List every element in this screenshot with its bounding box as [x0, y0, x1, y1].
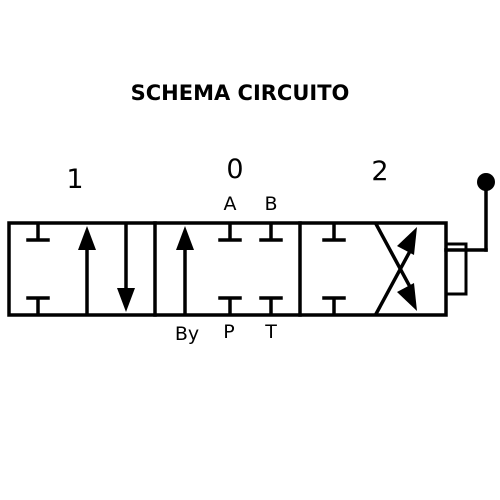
port-label-by: By	[175, 323, 199, 345]
blocked-port-bottom-2	[322, 296, 346, 316]
envelope-0	[176, 222, 283, 316]
detent-box	[444, 242, 468, 296]
valve-body	[7, 221, 448, 317]
blocked-port-top-1	[26, 222, 50, 242]
envelope-1	[26, 222, 135, 316]
arrow-up-right-icon	[397, 227, 417, 255]
diagram-title: SCHEMA CIRCUITO	[131, 81, 350, 105]
arrow-up-icon	[176, 226, 194, 250]
arrow-up-icon	[78, 226, 96, 250]
arrow-down-icon	[117, 288, 135, 312]
port-label-a: A	[224, 193, 237, 215]
blocked-port-a	[218, 222, 242, 242]
lever-knob-icon	[477, 173, 495, 191]
position-label-1: 1	[66, 164, 83, 195]
valve-outline	[7, 221, 448, 317]
blocked-port-top-2	[322, 222, 346, 242]
cross-flow-line-down	[373, 250, 412, 317]
envelope-2	[322, 221, 417, 317]
arrow-down-right-icon	[397, 283, 417, 311]
port-label-t: T	[264, 321, 277, 343]
lever-actuator	[444, 173, 495, 296]
cross-flow-line-up	[373, 221, 412, 288]
blocked-port-bottom-1	[26, 296, 50, 316]
position-label-0: 0	[226, 154, 243, 185]
position-label-2: 2	[371, 156, 388, 187]
blocked-port-p	[218, 296, 242, 316]
port-label-b: B	[264, 193, 277, 215]
blocked-port-t	[259, 296, 283, 316]
port-label-p: P	[223, 321, 234, 343]
blocked-port-b	[259, 222, 283, 242]
